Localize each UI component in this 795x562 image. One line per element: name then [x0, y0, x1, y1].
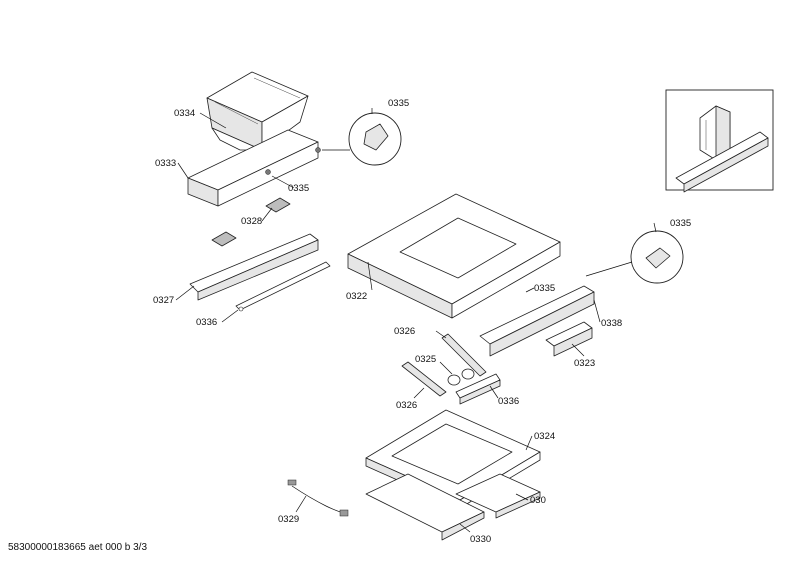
part-0329-cable	[287, 479, 349, 517]
label-0322: 0322	[346, 291, 367, 302]
label-0324: 0324	[534, 431, 555, 442]
part-030-0330-filter-panels	[365, 473, 541, 541]
label-0335-right: 0335	[670, 218, 691, 229]
part-0326-strips	[401, 333, 487, 397]
part-0336-rod	[235, 261, 331, 312]
label-0336-middle: 0336	[498, 396, 519, 407]
label-0338: 0338	[601, 318, 622, 329]
label-0335-rail: 0335	[534, 283, 555, 294]
label-0327: 0327	[153, 295, 174, 306]
part-0333-cover-block	[187, 129, 321, 207]
part-0336-bracket-middle	[455, 373, 501, 405]
part-0327-bracket	[189, 233, 319, 301]
part-0334-box	[206, 71, 309, 151]
part-0338-rail	[479, 285, 595, 357]
label-0326-top: 0326	[394, 326, 415, 337]
label-0323: 0323	[574, 358, 595, 369]
part-0325-clips	[447, 368, 475, 386]
part-0335-zoom-detail-top	[322, 112, 402, 166]
label-0325: 0325	[415, 354, 436, 365]
label-0333: 0333	[155, 158, 176, 169]
label-0329: 0329	[278, 514, 299, 525]
part-0335-zoom-detail-right	[585, 230, 684, 284]
label-030: 030	[530, 495, 546, 506]
label-0326-bottom: 0326	[396, 400, 417, 411]
inset-overview-box	[665, 89, 774, 193]
label-0335-mid: 0335	[288, 183, 309, 194]
label-0335-top: 0335	[388, 98, 409, 109]
leader-lines	[175, 108, 657, 533]
label-0334: 0334	[174, 108, 195, 119]
label-0328: 0328	[241, 216, 262, 227]
label-0330: 0330	[470, 534, 491, 545]
part-0322-frame	[347, 193, 561, 319]
label-0336-left: 0336	[196, 317, 217, 328]
document-id-footer: 58300000183665 aet 000 b 3/3	[8, 542, 148, 553]
part-0323-module	[545, 321, 593, 357]
